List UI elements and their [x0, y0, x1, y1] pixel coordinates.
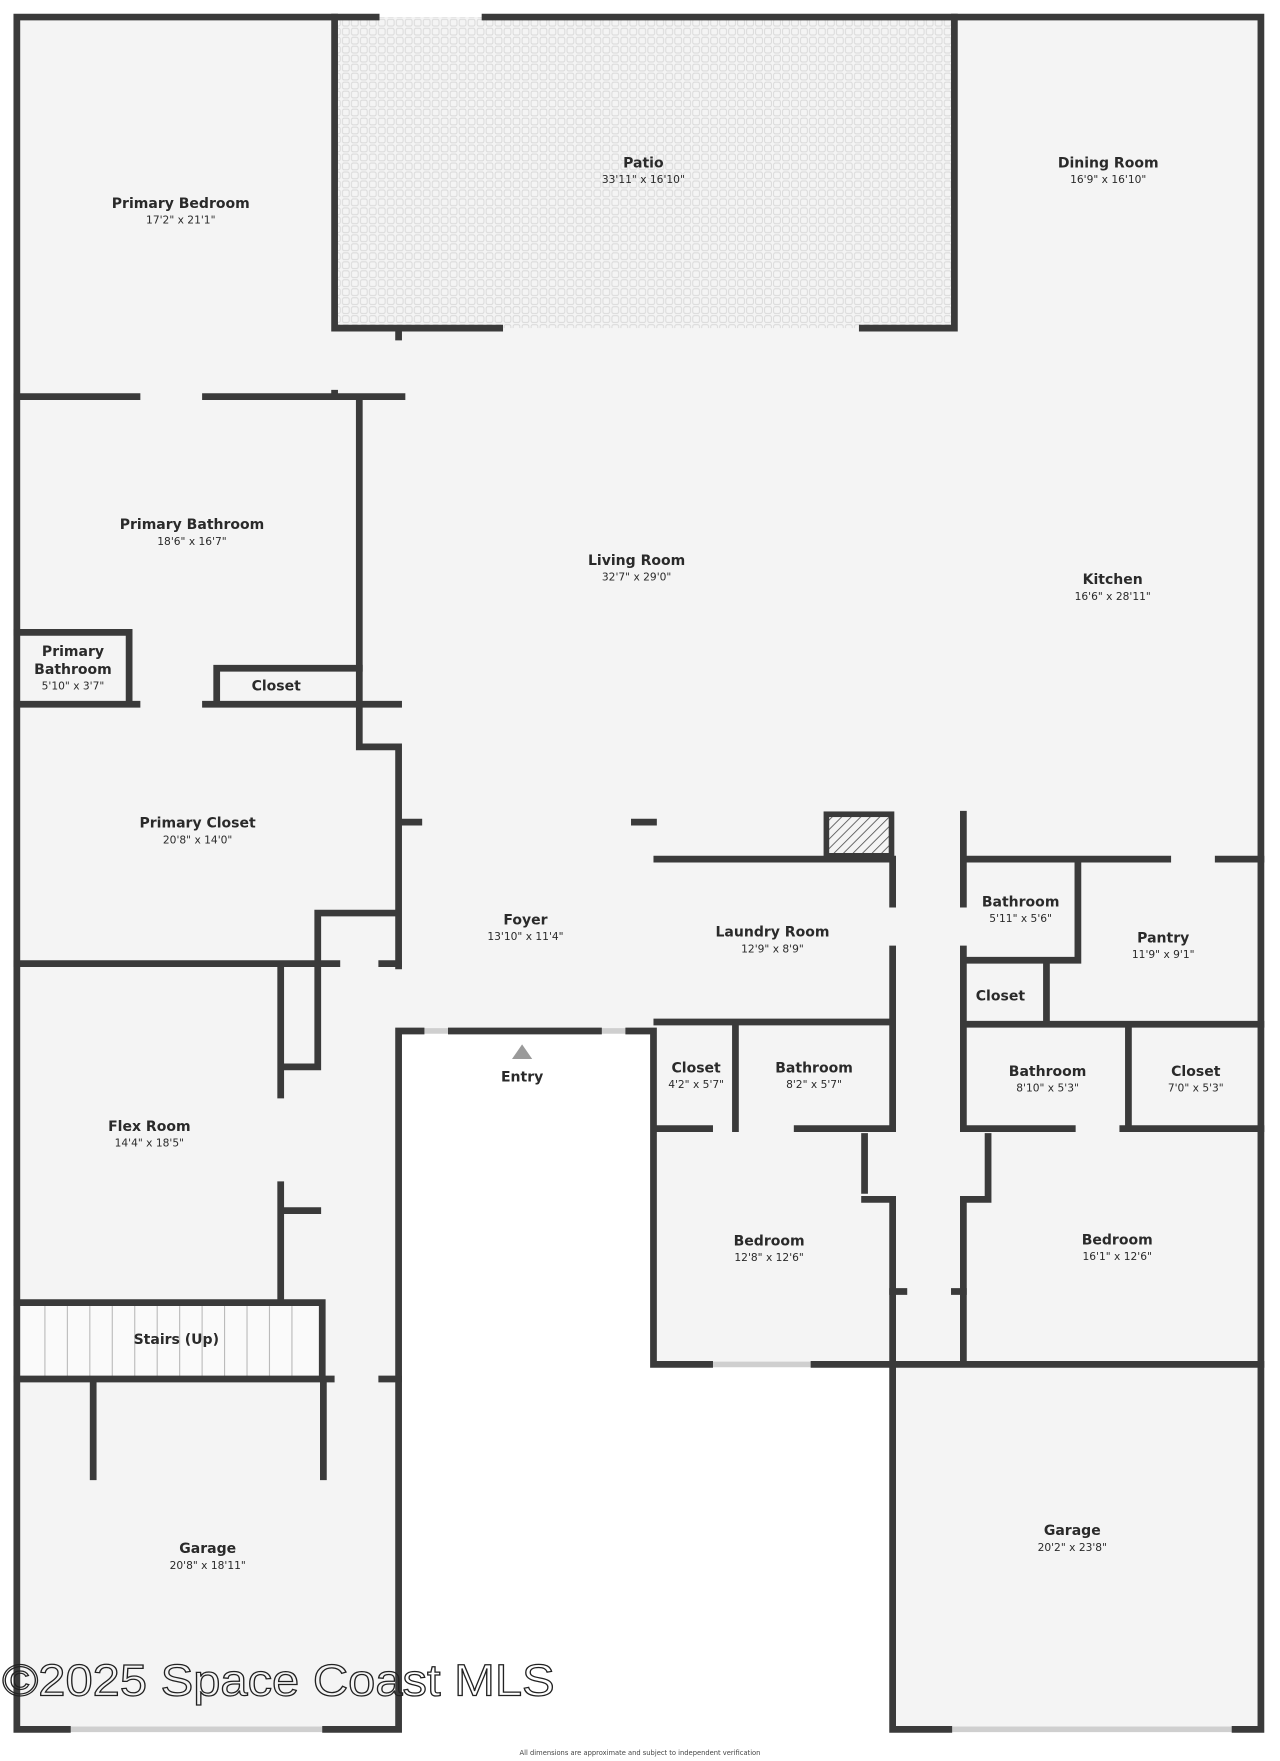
room-dims: 12'9" x 8'9"	[741, 942, 804, 955]
room-name: Dining Room	[1058, 156, 1159, 172]
room-name: Closet	[252, 679, 302, 695]
room-dims: 8'10" x 5'3"	[1016, 1082, 1079, 1095]
room-labels: Primary Bedroom 17'2" x 21'1" Patio 33'1…	[34, 156, 1224, 1572]
room-dims: 16'1" x 12'6"	[1082, 1250, 1151, 1263]
room-dims: 7'0" x 5'3"	[1168, 1082, 1224, 1095]
room-name: Closet	[671, 1061, 721, 1077]
entry-arrow-icon	[512, 1044, 533, 1060]
room-dims: 16'6" x 28'11"	[1075, 590, 1151, 603]
room-name: Closet	[976, 989, 1026, 1005]
floor-area	[16, 17, 1261, 1730]
room-name: Garage	[1044, 1523, 1101, 1539]
room-name: Flex Room	[108, 1119, 190, 1135]
room-name: Closet	[1171, 1064, 1221, 1080]
chimney-hatch	[823, 811, 895, 859]
room-dims: 13'10" x 11'4"	[487, 930, 563, 943]
room-dims: 8'2" x 5'7"	[786, 1078, 842, 1091]
walls	[13, 13, 1265, 1733]
room-name: Kitchen	[1083, 572, 1143, 588]
room-dims: 12'8" x 12'6"	[734, 1251, 803, 1264]
room-name: Bathroom	[982, 894, 1060, 910]
room-name: Primary	[42, 644, 104, 660]
room-name: Primary Bathroom	[120, 517, 265, 533]
room-name: Patio	[623, 156, 664, 172]
room-name: Living Room	[588, 553, 685, 569]
room-dims: 5'11" x 5'6"	[989, 912, 1052, 925]
room-dims: 4'2" x 5'7"	[668, 1078, 724, 1091]
room-name: Bathroom	[775, 1061, 853, 1077]
room-name: Primary Bedroom	[112, 196, 250, 212]
room-name: Stairs (Up)	[134, 1332, 219, 1348]
room-name: Bathroom	[34, 662, 112, 678]
room-dims: 18'6" x 16'7"	[157, 535, 226, 548]
room-dims: 11'9" x 9'1"	[1132, 948, 1195, 961]
room-name: Bathroom	[1009, 1064, 1087, 1080]
room-name: Garage	[179, 1541, 236, 1557]
room-name: Bedroom	[734, 1233, 805, 1249]
room-name: Foyer	[503, 912, 547, 928]
room-name: Laundry Room	[716, 925, 830, 941]
room-dims: 20'8" x 18'11"	[170, 1559, 246, 1572]
room-dims: 17'2" x 21'1"	[146, 214, 215, 227]
room-name: Pantry	[1137, 930, 1189, 946]
room-name: Entry	[501, 1069, 543, 1085]
room-dims: 32'7" x 29'0"	[602, 571, 671, 584]
room-dims: 20'2" x 23'8"	[1038, 1541, 1107, 1554]
room-name: Bedroom	[1082, 1232, 1153, 1248]
footer-note: All dimensions are approximate and subje…	[520, 1749, 761, 1757]
room-dims: 33'11" x 16'10"	[602, 173, 685, 186]
stair-treads	[44, 1306, 293, 1377]
watermark: ©2025 Space Coast MLS	[2, 1655, 554, 1706]
room-dims: 20'8" x 14'0"	[163, 833, 232, 846]
patio-floor	[334, 17, 955, 329]
room-dims: 14'4" x 18'5"	[115, 1137, 184, 1150]
room-dims: 5'10" x 3'7"	[42, 680, 105, 693]
room-dims: 16'9" x 16'10"	[1070, 173, 1146, 186]
room-name: Primary Closet	[139, 816, 256, 832]
